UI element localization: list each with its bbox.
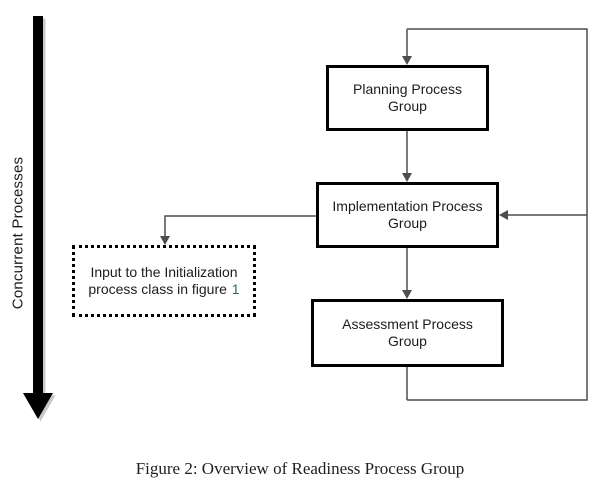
arrow-planning-to-implementation [402, 131, 412, 182]
node-assessment-process-group: Assessment Process Group [311, 299, 504, 367]
arrow-implementation-to-input [160, 215, 316, 245]
node-input-to-initialization: Input to the Initialization process clas… [72, 245, 256, 317]
arrow-loop-to-implementation [499, 210, 587, 220]
concurrent-processes-arrow [23, 16, 53, 419]
assessment-label: Assessment Process Group [342, 316, 473, 349]
node-implementation-process-group: Implementation Process Group [316, 182, 499, 248]
concurrent-processes-arrow-shadow [25, 18, 56, 422]
input-box-text: Input to the Initialization process clas… [88, 264, 238, 297]
figure-caption: Figure 2: Overview of Readiness Process … [135, 459, 465, 478]
input-box-label: Input to the Initialization process clas… [88, 264, 239, 298]
figure-1-link[interactable]: 1 [231, 281, 240, 297]
implementation-label: Implementation Process Group [332, 198, 483, 231]
arrow-into-planning [402, 29, 412, 65]
planning-label: Planning Process Group [353, 81, 462, 114]
node-planning-process-group: Planning Process Group [326, 65, 489, 131]
arrow-implementation-to-assessment [402, 248, 412, 299]
concurrent-processes-label: Concurrent Processes [9, 156, 27, 310]
